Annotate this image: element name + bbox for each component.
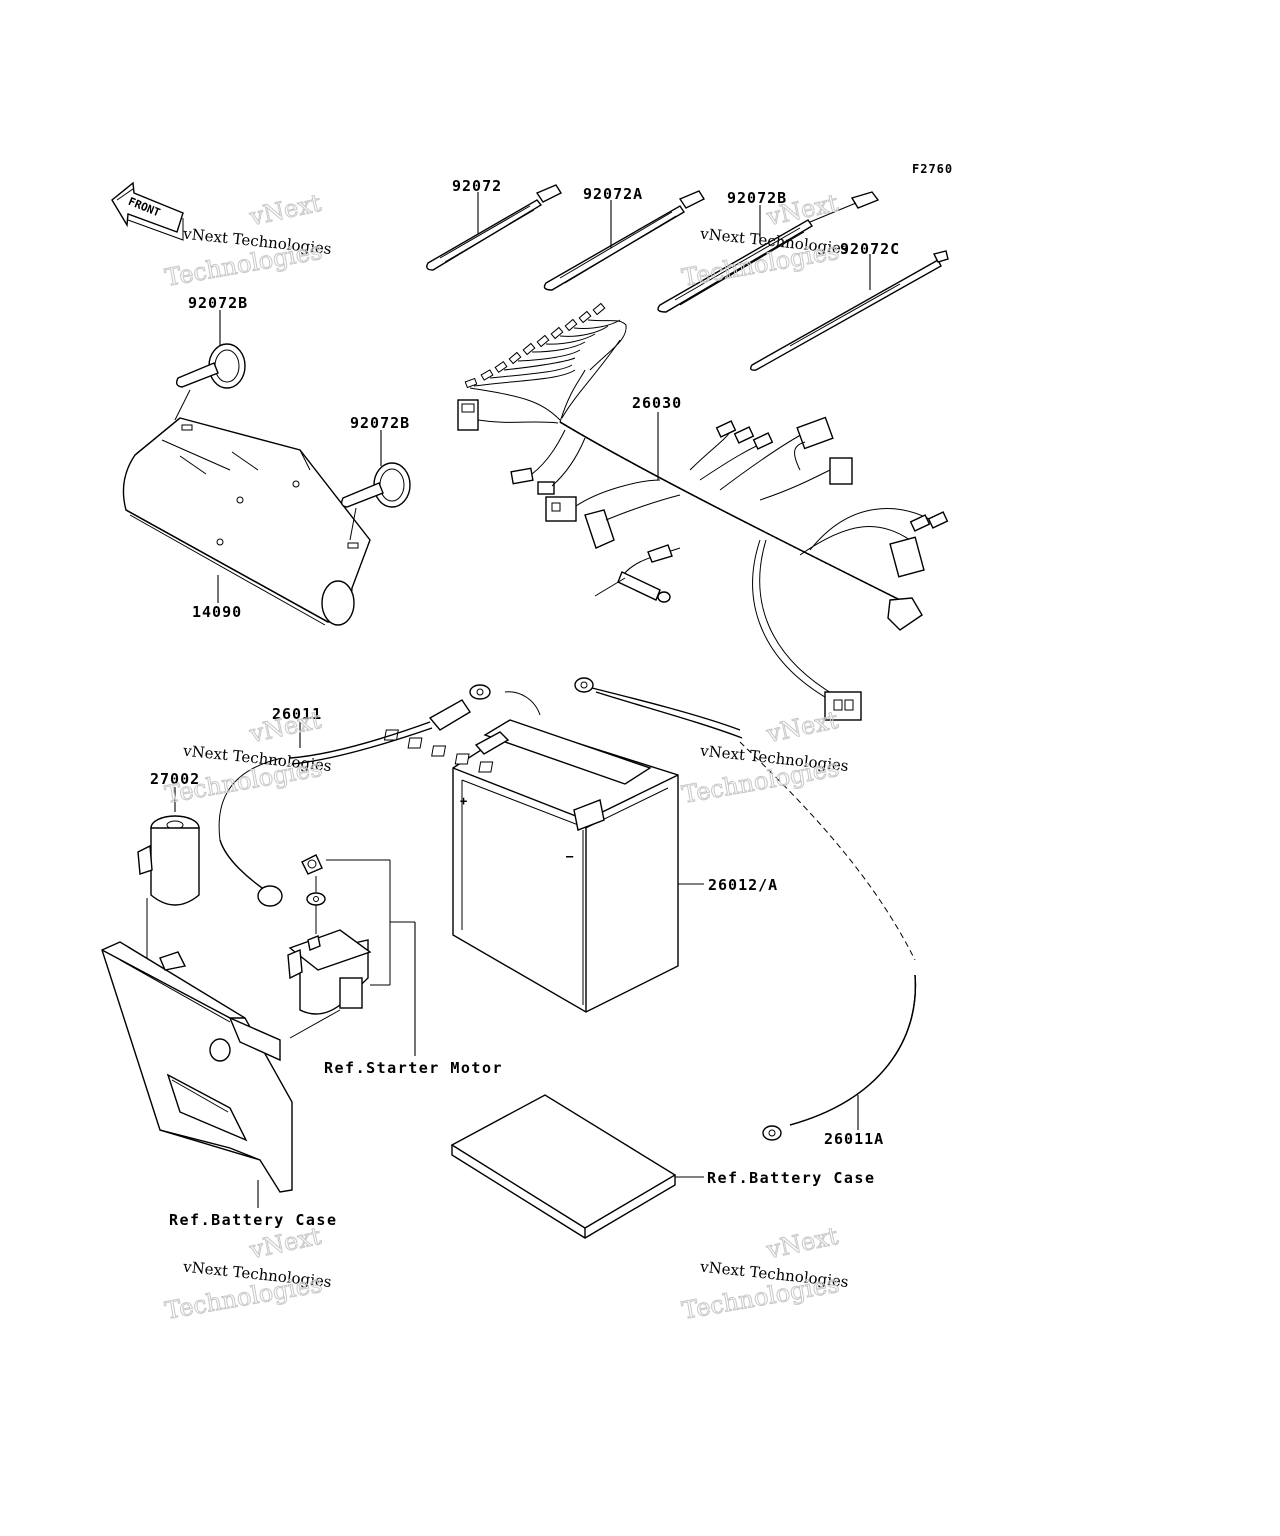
- ref-battery-case-right: Ref.Battery Case: [707, 1169, 876, 1187]
- label-92072C: 92072C: [840, 240, 900, 258]
- figure-code: F2760: [912, 162, 953, 176]
- label-92072B-right: 92072B: [350, 414, 410, 432]
- svg-text:+: +: [460, 794, 468, 808]
- battery-case-pad: [450, 1094, 704, 1239]
- cable-tie-92072C: [749, 250, 949, 371]
- relay-27002: [137, 787, 200, 960]
- svg-text:—: —: [566, 849, 574, 863]
- wiring-harness-26030: [457, 302, 949, 721]
- label-92072A: 92072A: [583, 185, 643, 203]
- battery-cable-26011A: [574, 677, 917, 1141]
- clamp-92072B-right: [340, 430, 411, 541]
- label-92072B-left: 92072B: [188, 294, 248, 312]
- cable-tie-92072B-top: [657, 191, 880, 313]
- label-26030: 26030: [632, 394, 682, 412]
- label-92072B-top: 92072B: [727, 189, 787, 207]
- front-arrow-icon: FRONT: [111, 181, 184, 241]
- svg-text:vNext: vNext: [763, 1222, 841, 1265]
- label-26011A: 26011A: [824, 1130, 884, 1148]
- battery-case-bracket: [101, 941, 293, 1208]
- svg-text:vNext: vNext: [763, 706, 841, 749]
- battery-26012A: + —: [383, 719, 704, 1013]
- battery-cable-26011: [218, 684, 541, 907]
- label-92072: 92072: [452, 177, 502, 195]
- clamp-92072B-left: [174, 310, 246, 421]
- svg-text:vNext: vNext: [246, 189, 324, 232]
- label-26011: 26011: [272, 705, 322, 723]
- starter-relay: [287, 854, 416, 1056]
- cable-tie-92072: [426, 184, 563, 271]
- svg-text:vNext: vNext: [246, 706, 324, 749]
- ref-battery-case-left: Ref.Battery Case: [169, 1211, 338, 1229]
- label-26012A: 26012/A: [708, 876, 778, 894]
- label-14090: 14090: [192, 603, 242, 621]
- label-27002: 27002: [150, 770, 200, 788]
- ref-starter-motor: Ref.Starter Motor: [324, 1059, 503, 1077]
- cover-14090: [122, 417, 371, 626]
- cable-tie-92072A: [543, 190, 706, 291]
